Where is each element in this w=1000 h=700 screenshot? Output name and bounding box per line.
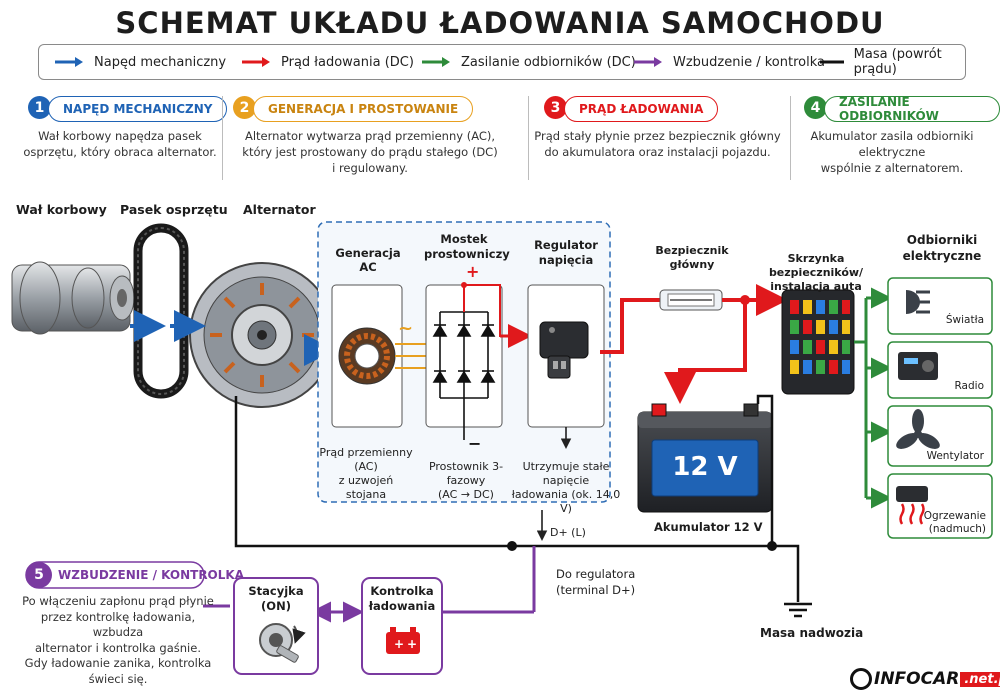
fan-icon	[896, 409, 940, 449]
ignition-label: Stacyjka (ON)	[248, 584, 304, 613]
step-2-desc: Alternator wytwarza prąd przemienny (AC)…	[242, 129, 498, 175]
legend-label: Napęd mechaniczny	[94, 54, 227, 70]
step-4-badge: 4	[804, 96, 827, 119]
legend-consumers: Zasilanie odbiorników (DC)	[421, 45, 636, 79]
belt-icon	[133, 223, 189, 399]
ac-generation-label: Generacja AC	[335, 246, 401, 274]
rectifier-icon	[432, 311, 496, 440]
step-5-title: WZBUDZENIE / KONTROLKA	[58, 568, 244, 582]
regulator-note: Utrzymuje stałe napięcie ładowania (ok. …	[511, 460, 621, 515]
step-4-desc: Akumulator zasila odbiorniki elektryczne…	[810, 129, 974, 175]
green-arrow-icon	[422, 57, 450, 67]
minus-symbol: −	[468, 434, 482, 453]
step-5-badge: 5	[26, 562, 52, 588]
d-plus-label: D+ (L)	[550, 526, 586, 539]
belt-label: Pasek osprzętu	[120, 202, 228, 217]
divider	[222, 96, 223, 180]
battery-icon	[637, 403, 773, 513]
step-2-title: GENERACJA I PROSTOWANIE	[253, 96, 474, 122]
infocar-logo: INFOCAR .net.pl	[850, 668, 1000, 690]
consumer-fan: Wentylator	[926, 450, 984, 462]
to-regulator-label: Do regulatora (terminal D+)	[556, 567, 636, 597]
stator-icon	[338, 327, 396, 385]
battery-label: Akumulator 12 V	[654, 520, 763, 534]
step-5-desc: Po włączeniu zapłonu prąd płynie przez k…	[22, 594, 214, 686]
step-2-badge: 2	[233, 96, 256, 119]
battery-warning-icon: + +	[386, 627, 420, 654]
consumer-lights: Światła	[945, 314, 984, 326]
charge-lamp-panel	[361, 577, 443, 675]
legend-charging: Prąd ładowania (DC)	[241, 45, 414, 79]
crankshaft-label: Wał korbowy	[16, 202, 107, 217]
step-1-badge: 1	[28, 96, 51, 119]
consumer-lights-box	[887, 277, 993, 335]
ignition-key-icon	[259, 623, 306, 663]
step-1-desc: Wał korbowy napędza pasek osprzętu, któr…	[23, 129, 217, 159]
fusebox-label: Skrzynka bezpieczników/ instalacja auta	[768, 252, 864, 293]
step-4-title: ZASILANIE ODBIORNIKÓW	[824, 95, 1000, 123]
svg-text:+: +	[407, 637, 417, 651]
plus-symbol: +	[466, 262, 480, 281]
legend-label: Wzbudzenie / kontrolka	[673, 54, 825, 70]
logo-ring-icon	[850, 668, 872, 690]
regulator-icon	[539, 321, 589, 379]
consumer-radio: Radio	[954, 380, 984, 392]
fuse-box-icon	[781, 289, 855, 395]
charge-lamp-label: Kontrolka ładowania	[368, 584, 436, 613]
crankshaft-icon	[11, 261, 135, 335]
legend-label: Zasilanie odbiorników (DC)	[461, 54, 636, 70]
step-1-title: NAPĘD MECHANICZNY	[48, 96, 228, 122]
black-line-icon	[820, 60, 844, 64]
svg-text:+: +	[394, 637, 404, 651]
alternator-icon	[189, 262, 335, 408]
ac-generation-note: Prąd przemienny (AC) z uzwojeń stojana	[319, 446, 413, 501]
divider	[528, 96, 529, 180]
blue-arrow-icon	[55, 57, 83, 67]
step-3-title: PRĄD ŁADOWANIA	[564, 96, 719, 122]
legend-label: Masa (powrót prądu)	[853, 47, 942, 77]
page-title: SCHEMAT UKŁADU ŁADOWANIA SAMOCHODU	[115, 6, 885, 40]
ac-tilde-symbol: ~	[398, 318, 414, 339]
consumers-title: Odbiorniki elektryczne	[902, 233, 982, 263]
divider	[790, 96, 791, 180]
step-3-desc: Prąd stały płynie przez bezpiecznik głów…	[534, 129, 781, 159]
alternator-label: Alternator	[243, 202, 316, 217]
purple-arrow-icon	[634, 57, 662, 67]
step-3-badge: 3	[544, 96, 567, 119]
legend: Napęd mechaniczny Prąd ładowania (DC) Za…	[38, 44, 966, 80]
red-arrow-icon	[242, 57, 270, 67]
legend-label: Prąd ładowania (DC)	[281, 54, 414, 70]
rectifier-label: Mostek prostowniczy	[424, 232, 510, 261]
consumer-heater: Ogrzewanie (nadmuch)	[923, 510, 986, 535]
heater-icon	[896, 486, 928, 525]
rectifier-note: Prostownik 3-fazowy (AC → DC)	[428, 460, 504, 501]
ground-symbol-icon	[784, 602, 812, 618]
radio-icon	[898, 352, 938, 380]
fuse-label: Bezpiecznik główny	[655, 244, 729, 271]
legend-ground: Masa (powrót prądu)	[819, 45, 965, 79]
regulator-label: Regulator napięcia	[534, 238, 598, 267]
headlight-icon	[906, 290, 930, 314]
battery-voltage-label: 12 V	[672, 452, 738, 482]
ground-label: Masa nadwozia	[760, 626, 864, 640]
main-fuse-icon	[659, 289, 723, 311]
legend-excitation: Wzbudzenie / kontrolka	[633, 45, 825, 79]
legend-mechanical: Napęd mechaniczny	[54, 45, 226, 79]
